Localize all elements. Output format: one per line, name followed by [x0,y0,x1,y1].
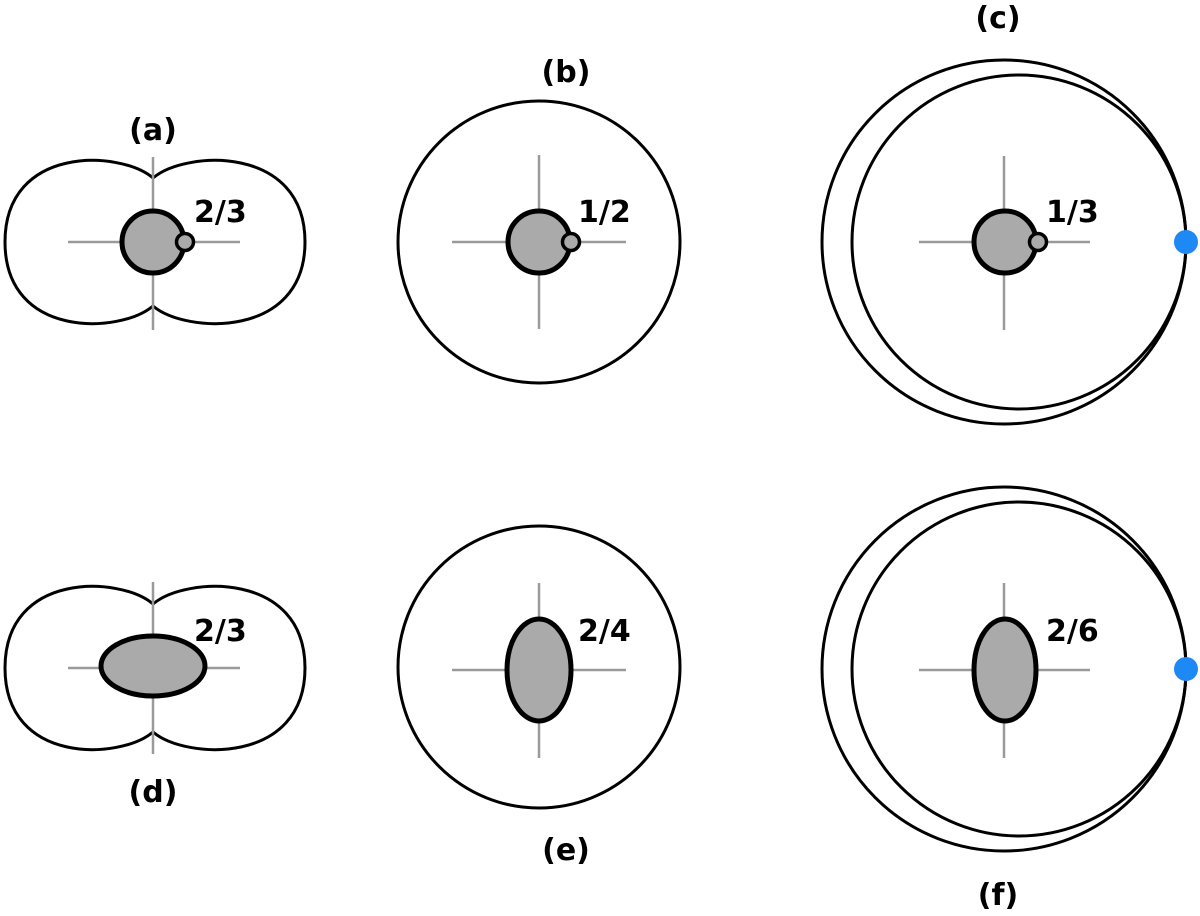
panel-d-central-body [98,633,208,699]
panel-a-ratio: 2/3 [194,195,247,230]
panel-d: (d) 2/3 [3,582,307,810]
panel-c: (c) 1/3 [820,1,1198,426]
panel-a-label: (a) [129,113,177,148]
panel-f-ratio: 2/6 [1046,614,1099,649]
panel-f: (f) 2/6 [820,485,1198,913]
panel-c-label: (c) [975,1,1020,36]
panel-c-central-body [971,208,1039,276]
panel-e-central-body [504,616,574,724]
panel-d-ratio: 2/3 [194,614,247,649]
panel-e-outer-boundary [396,524,682,810]
panel-c-marker-dot [1174,230,1198,254]
panel-f-central-body [971,616,1039,724]
panel-b-ratio: 1/2 [578,195,631,230]
panel-c-ratio: 1/3 [1046,195,1099,230]
panel-f-marker-dot [1174,657,1198,681]
panel-c-moon [1027,231,1049,253]
panel-b-central-body [505,208,573,276]
panel-e-ratio: 2/4 [578,614,631,649]
panel-b-outer-boundary [396,99,682,385]
panel-e-label: (e) [542,833,590,868]
panel-d-label: (d) [129,775,178,810]
panel-a: (a) 2/3 [3,113,307,330]
panel-b-label: (b) [542,55,591,90]
panel-a-central-body [119,208,187,276]
panel-e: (e) 2/4 [396,524,682,868]
panel-a-moon [174,231,196,253]
panel-d-outer-boundary [3,584,307,752]
panel-b: (b) 1/2 [396,55,682,385]
panel-a-outer-boundary [3,158,307,326]
panel-f-label: (f) [978,878,1018,913]
panel-b-moon [560,231,582,253]
